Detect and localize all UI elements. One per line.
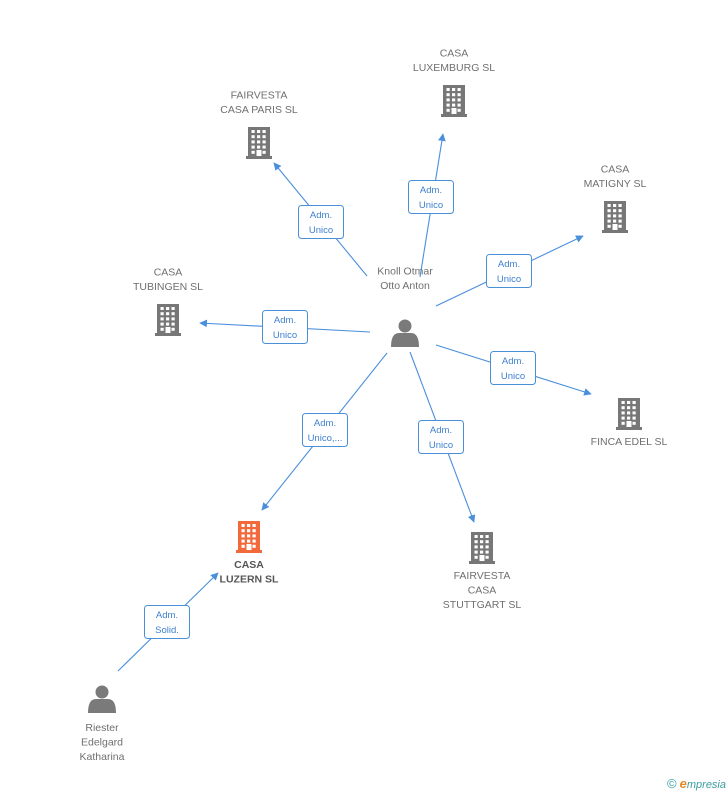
edge-label-text: Unico <box>419 200 443 211</box>
node-label-riester: Edelgard <box>81 737 123 749</box>
edge-label-text: Adm. <box>498 259 520 270</box>
node-label-matigny: CASA <box>601 164 630 176</box>
node-label-matigny: MATIGNY SL <box>584 178 647 190</box>
edge-label-text: Unico <box>273 330 297 341</box>
edge-label-text: Adm. <box>502 356 524 367</box>
node-label-knoll: Otto Anton <box>380 280 430 292</box>
focus-building-icon <box>236 521 262 553</box>
building-icon <box>616 398 642 430</box>
node-label-stuttgart: CASA <box>468 585 497 597</box>
node-label-riester: Katharina <box>80 751 125 763</box>
node-label-luzern: CASA <box>234 559 264 571</box>
edge-label-riester-luzern[interactable]: Adm. Solid. <box>144 605 190 639</box>
edge-label-text: Adm. <box>310 210 332 221</box>
building-icon <box>602 201 628 233</box>
node-label-stuttgart: FAIRVESTA <box>454 570 511 582</box>
node-label-tubingen: CASA <box>154 267 183 279</box>
edge-label-text: Unico <box>429 440 453 451</box>
node-label-edel: FINCA EDEL SL <box>591 436 668 448</box>
edge-label-text: Unico <box>497 274 521 285</box>
node-label-paris: FAIRVESTA <box>231 90 288 102</box>
node-luzern[interactable]: CASA LUZERN SL <box>220 521 280 586</box>
edge-label-text: Adm. <box>420 185 442 196</box>
edge-labels-layer: Adm.UnicoAdm.UnicoAdm.UnicoAdm.UnicoAdm.… <box>144 180 536 639</box>
edges-layer <box>117 133 592 672</box>
edge-label-knoll-matigny[interactable]: Adm. Unico <box>486 254 532 288</box>
edge-label-box[interactable] <box>486 254 532 288</box>
building-icon <box>155 304 181 336</box>
brand-footer[interactable]: ©empresia <box>667 776 726 791</box>
edge-label-knoll-tubingen[interactable]: Adm. Unico <box>262 310 308 344</box>
node-label-luxemburg: CASA <box>440 48 469 60</box>
edge-label-text: Adm. <box>314 418 336 429</box>
edge-label-box[interactable] <box>298 205 344 239</box>
brand-name: mpresia <box>686 779 726 791</box>
edge-label-text: Unico <box>309 225 333 236</box>
node-stuttgart[interactable]: FAIRVESTA CASA STUTTGART SL <box>443 532 522 611</box>
node-matigny[interactable]: CASA MATIGNY SL <box>584 164 647 234</box>
person-icon <box>88 685 116 713</box>
edge-label-text: Unico <box>501 371 525 382</box>
node-luxemburg[interactable]: CASA LUXEMBURG SL <box>413 48 495 118</box>
node-label-stuttgart: STUTTGART SL <box>443 599 522 611</box>
edge-label-box[interactable] <box>490 351 536 385</box>
edge-label-box[interactable] <box>408 180 454 214</box>
node-label-knoll: Knoll Otmar <box>377 266 433 278</box>
edge-label-text: Adm. <box>274 315 296 326</box>
node-edel[interactable]: FINCA EDEL SL <box>591 398 668 448</box>
edge-label-knoll-edel[interactable]: Adm. Unico <box>490 351 536 385</box>
edge-label-knoll-paris[interactable]: Adm. Unico <box>298 205 344 239</box>
edge-label-text: Unico,... <box>308 433 343 444</box>
node-label-riester: Riester <box>85 722 119 734</box>
building-icon <box>246 127 272 159</box>
node-label-tubingen: TUBINGEN SL <box>133 281 203 293</box>
edge-label-box[interactable] <box>302 413 348 447</box>
node-tubingen[interactable]: CASA TUBINGEN SL <box>133 267 203 337</box>
person-icon <box>391 319 419 347</box>
edge-label-text: Solid. <box>155 625 179 636</box>
building-icon <box>469 532 495 564</box>
copyright-symbol: © <box>667 776 677 791</box>
node-label-luxemburg: LUXEMBURG SL <box>413 62 495 74</box>
building-icon <box>441 85 467 117</box>
edge-label-box[interactable] <box>262 310 308 344</box>
edge-label-knoll-stuttgart[interactable]: Adm. Unico <box>418 420 464 454</box>
node-paris[interactable]: FAIRVESTA CASA PARIS SL <box>220 90 298 160</box>
node-label-paris: CASA PARIS SL <box>220 104 298 116</box>
edge-label-box[interactable] <box>144 605 190 639</box>
node-label-luzern: LUZERN SL <box>220 574 280 586</box>
brand-initial: e <box>679 776 687 791</box>
edge-label-text: Adm. <box>156 610 178 621</box>
edge-label-text: Adm. <box>430 425 452 436</box>
edge-label-knoll-luzern[interactable]: Adm. Unico,... <box>302 413 348 447</box>
edge-label-box[interactable] <box>418 420 464 454</box>
edge-label-knoll-luxemburg[interactable]: Adm. Unico <box>408 180 454 214</box>
